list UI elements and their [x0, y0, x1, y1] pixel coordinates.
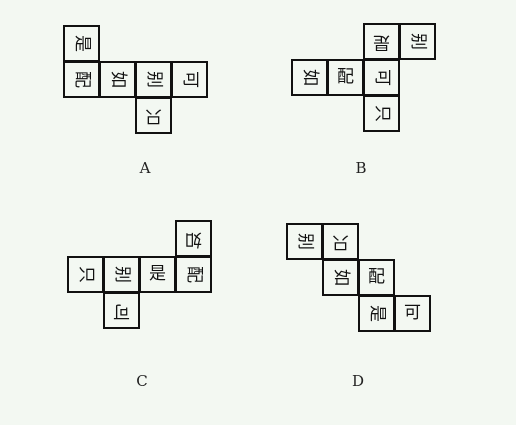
option-label-d: D [351, 372, 365, 390]
face-b-2: 别 [399, 23, 436, 60]
face-a-1: 是 [63, 25, 100, 62]
option-label-a: A [139, 159, 151, 177]
face-c-3: 别 [103, 256, 140, 293]
face-b-3: 如 [291, 59, 328, 96]
face-b-1: 是 [363, 23, 400, 60]
face-d-1: 别 [286, 223, 323, 260]
face-a-6: 只 [135, 97, 172, 134]
face-d-4: 配 [358, 259, 395, 296]
option-label-c: C [136, 372, 148, 390]
face-c-1: 如 [175, 220, 212, 257]
face-a-2: 配 [63, 61, 100, 98]
face-b-6: 只 [363, 95, 400, 132]
face-a-4: 别 [135, 61, 172, 98]
face-c-5: 配 [175, 256, 212, 293]
face-a-5: 可 [171, 61, 208, 98]
face-d-5: 是 [358, 295, 395, 332]
face-c-6: 可 [103, 292, 140, 329]
face-d-3: 如 [322, 259, 359, 296]
option-label-b: B [355, 159, 367, 177]
face-d-2: 只 [322, 223, 359, 260]
face-b-4: 配 [327, 59, 364, 96]
face-c-4: 是 [139, 256, 176, 293]
face-c-2: 只 [67, 256, 104, 293]
face-d-6: 可 [394, 295, 431, 332]
face-b-5: 可 [363, 59, 400, 96]
face-a-3: 如 [99, 61, 136, 98]
